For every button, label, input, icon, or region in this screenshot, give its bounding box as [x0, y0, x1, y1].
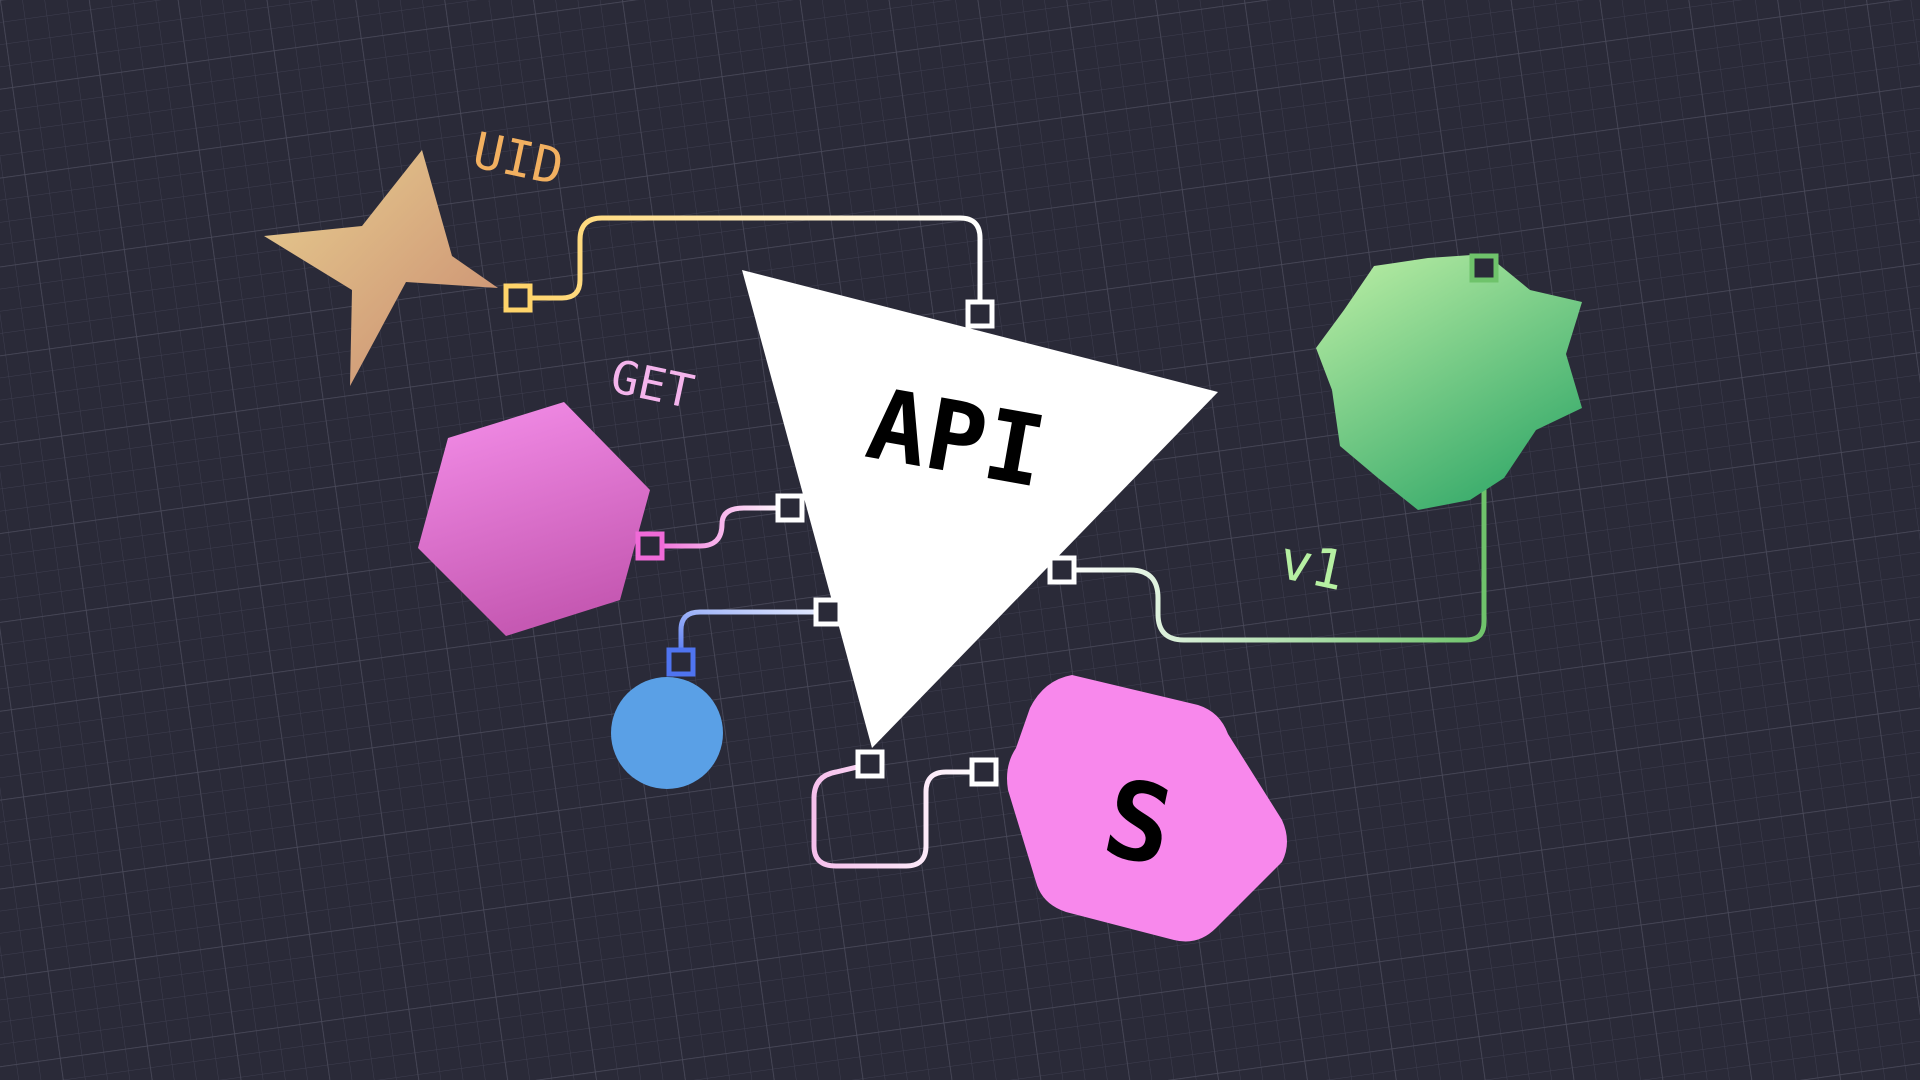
connector-api-gear [1062, 268, 1487, 643]
port-gear [1469, 253, 1499, 283]
v1-label: v1 [1274, 528, 1351, 603]
triangle-icon [742, 270, 1218, 748]
port-star [503, 283, 533, 313]
port-api-top [965, 299, 995, 329]
port-api-right [1047, 555, 1077, 585]
port-hexagon [635, 531, 665, 561]
port-badge [969, 757, 999, 787]
connector-api-badge [811, 761, 984, 869]
connector-uid-api [518, 215, 983, 312]
port-api-left-lower [813, 597, 843, 627]
hexagon-icon [418, 402, 650, 636]
port-circle [666, 647, 696, 677]
connector-circle-api [678, 609, 826, 662]
star-icon [264, 150, 498, 386]
port-api-left [775, 493, 805, 523]
hexagon-badge-icon [1007, 675, 1287, 942]
port-api-bottom [855, 749, 885, 779]
gear-icon [1316, 254, 1582, 510]
circle-icon [611, 677, 723, 789]
connector-get-api [650, 505, 790, 549]
